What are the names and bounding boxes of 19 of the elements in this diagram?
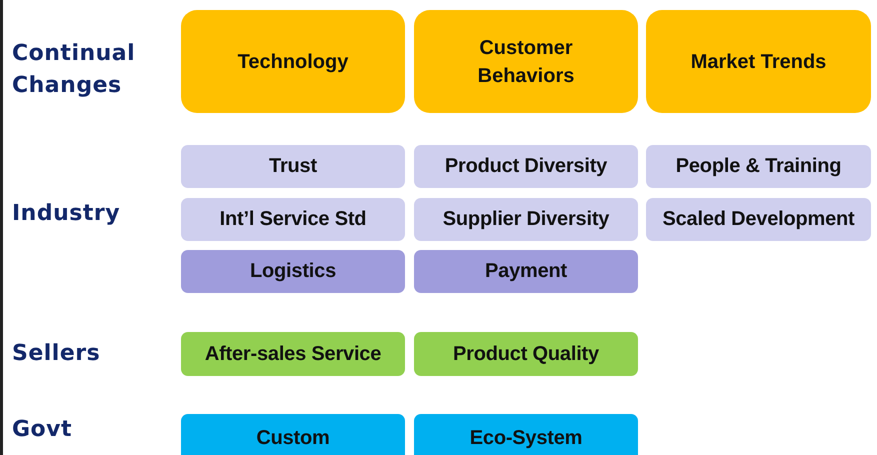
category-box: Payment	[414, 250, 638, 293]
category-box: Custom	[181, 414, 405, 455]
category-box: People & Training	[646, 145, 871, 188]
category-box: Scaled Development	[646, 198, 871, 241]
category-box: Customer Behaviors	[414, 10, 638, 113]
row-heading: Industry	[12, 200, 122, 228]
category-box: Eco-System	[414, 414, 638, 455]
row-heading: Govt	[12, 416, 74, 444]
category-box: Logistics	[181, 250, 405, 293]
category-box: After-sales Service	[181, 332, 405, 376]
category-box: Int’l Service Std	[181, 198, 405, 241]
row-heading: Continual Changes	[12, 40, 136, 100]
category-box: Technology	[181, 10, 405, 113]
category-box: Product Quality	[414, 332, 638, 376]
row-heading: Sellers	[12, 340, 102, 368]
category-box: Trust	[181, 145, 405, 188]
category-box: Supplier Diversity	[414, 198, 638, 241]
category-box: Market Trends	[646, 10, 871, 113]
category-box: Product Diversity	[414, 145, 638, 188]
